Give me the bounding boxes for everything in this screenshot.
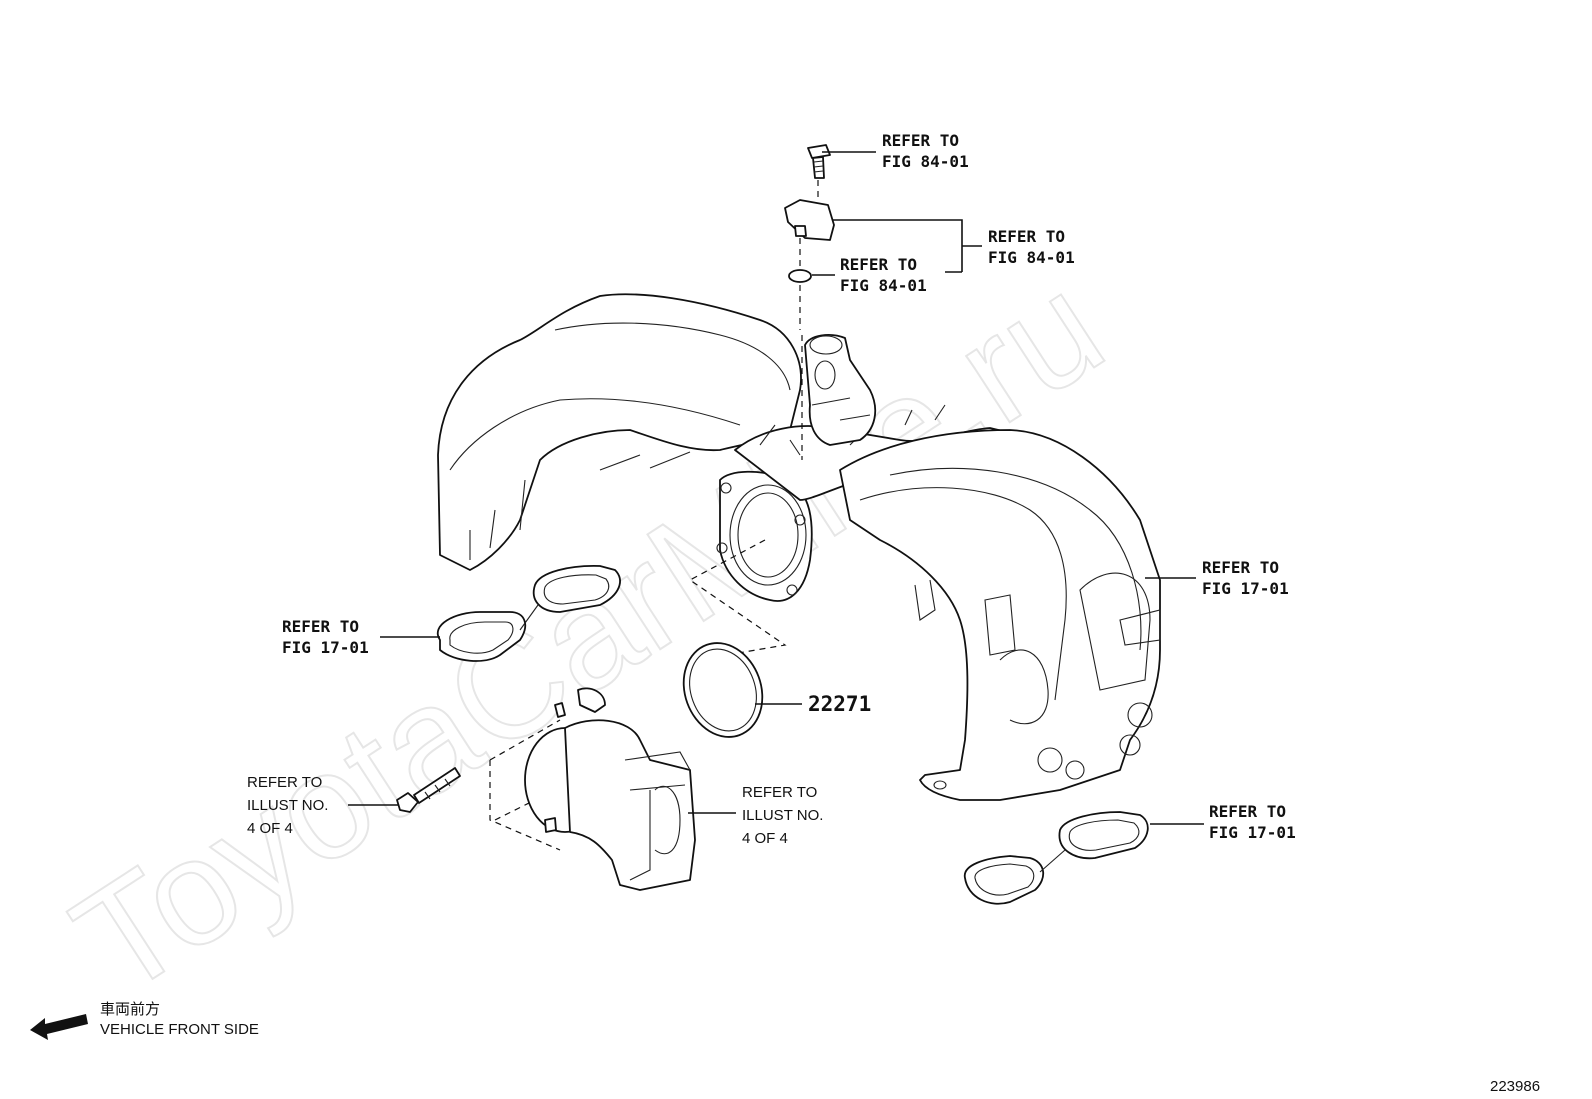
right-gasket-ref-line2: FIG 17-01	[1209, 823, 1296, 842]
part-number-22271: 22271	[808, 692, 871, 716]
throttle-body-ref-line3: 4 OF 4	[742, 830, 788, 847]
sensor-bolt	[807, 144, 831, 179]
sensor-ref-line1: REFER TO	[988, 227, 1065, 246]
throttle-body-ref-line1: REFER TO	[742, 784, 817, 801]
runner-ref-line2: FIG 17-01	[1202, 579, 1289, 598]
left-gasket	[437, 565, 621, 662]
throttle-body	[524, 687, 696, 891]
intake-manifold	[437, 293, 1161, 801]
o-ring	[788, 269, 812, 283]
pressure-sensor	[784, 199, 835, 241]
bolt-ref-line2: FIG 84-01	[882, 152, 969, 171]
diagram-id: 223986	[1490, 1078, 1540, 1095]
vehicle-front-japanese: 車両前方	[100, 1001, 160, 1018]
left-gasket-ref-line1: REFER TO	[282, 617, 359, 636]
oring-ref-line1: REFER TO	[840, 255, 917, 274]
throttle-bolt-ref-line1: REFER TO	[247, 774, 322, 791]
throttle-gasket-22271	[682, 642, 764, 738]
sensor-ref-line2: FIG 84-01	[988, 248, 1075, 267]
right-gasket	[964, 811, 1149, 905]
throttle-bolt	[396, 767, 461, 813]
throttle-body-ref-line2: ILLUST NO.	[742, 807, 823, 824]
right-gasket-ref-line1: REFER TO	[1209, 802, 1286, 821]
left-gasket-ref-line2: FIG 17-01	[282, 638, 369, 657]
leader-lines	[348, 151, 1204, 825]
vehicle-front-arrow-icon	[30, 1014, 88, 1040]
runner-ref-line1: REFER TO	[1202, 558, 1279, 577]
bolt-ref-line1: REFER TO	[882, 131, 959, 150]
throttle-bolt-ref-line3: 4 OF 4	[247, 820, 293, 837]
vehicle-front-english: VEHICLE FRONT SIDE	[100, 1021, 259, 1038]
throttle-bolt-ref-line2: ILLUST NO.	[247, 797, 328, 814]
oring-ref-line2: FIG 84-01	[840, 276, 927, 295]
